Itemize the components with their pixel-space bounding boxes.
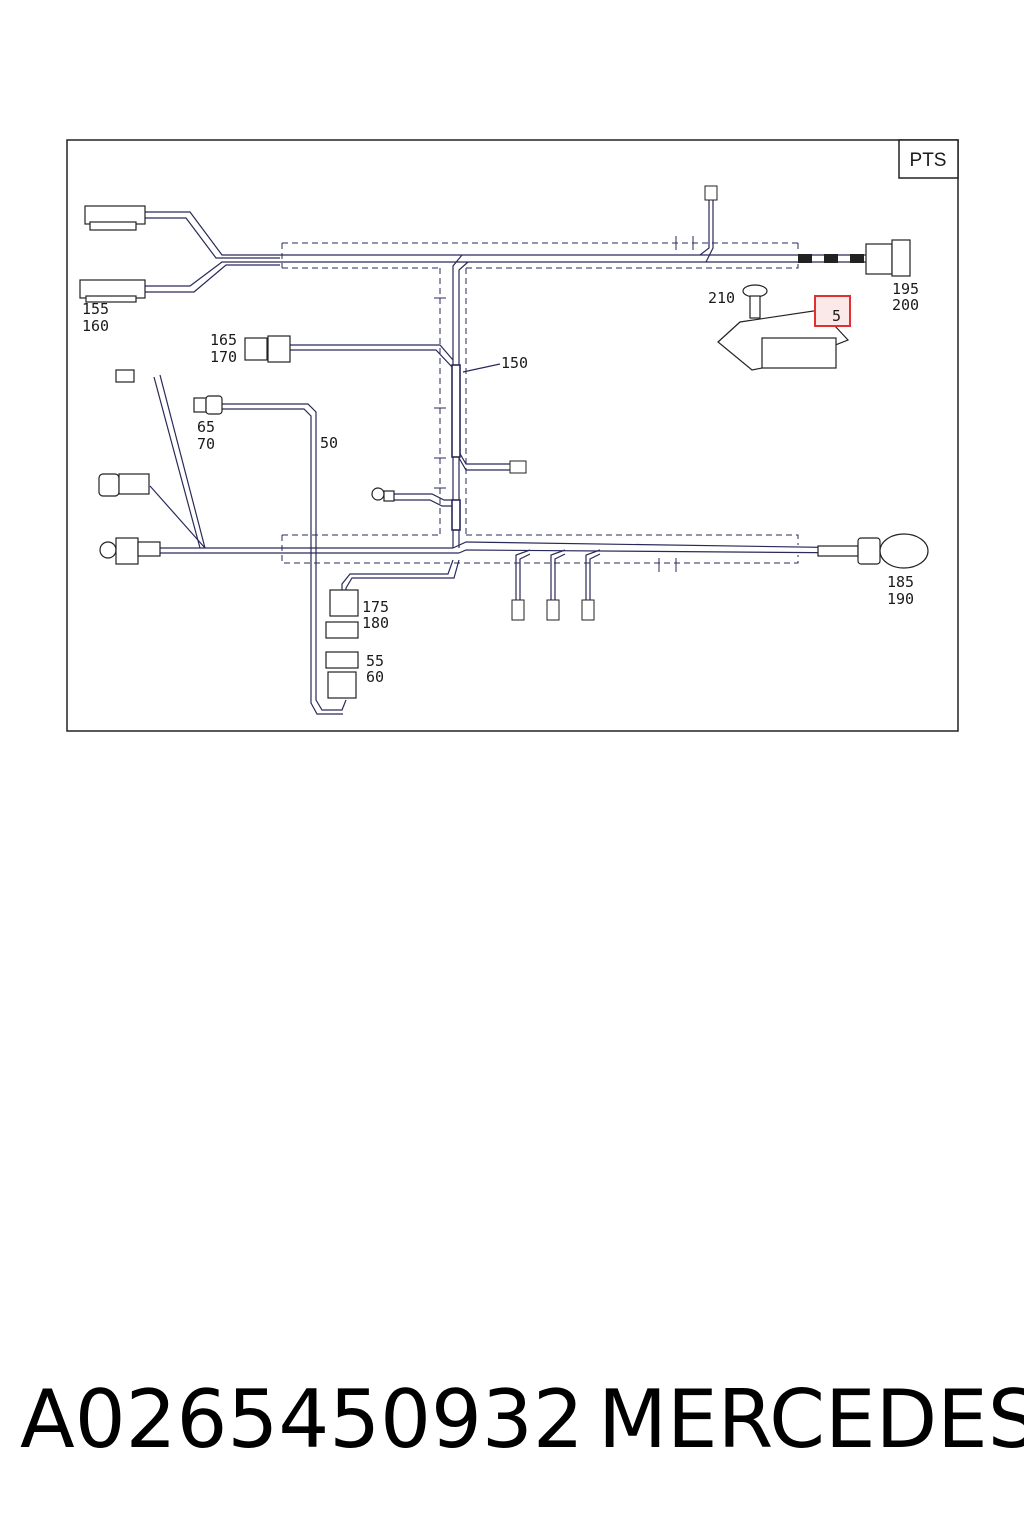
- connector-65-70: [193, 395, 223, 415]
- highlight-box: [814, 295, 851, 327]
- callout-170: 170: [210, 348, 237, 366]
- callout-70: 70: [197, 435, 215, 453]
- callout-5: 5: [832, 307, 841, 325]
- callout-195: 195: [892, 280, 919, 298]
- callout-190: 190: [887, 590, 914, 608]
- callout-160: 160: [82, 317, 109, 335]
- callout-180: 180: [362, 614, 389, 632]
- footer: A0265450932 MERCEDES: [0, 1365, 1024, 1475]
- ring-terminal: [371, 487, 395, 502]
- callout-65: 65: [197, 418, 215, 436]
- connector-55-60: [325, 651, 359, 699]
- callout-165: 165: [210, 331, 237, 349]
- break-markers: [434, 236, 694, 572]
- harness-wires: [145, 200, 867, 715]
- harness-sleeves: [451, 364, 461, 531]
- screw-210: [742, 284, 768, 319]
- connector-175-180: [325, 589, 359, 639]
- connector-drop-ends: [509, 185, 718, 621]
- connector-165-170: [244, 335, 291, 363]
- part-number: A0265450932: [20, 1373, 584, 1466]
- connector-185-190: [817, 533, 929, 569]
- connector-left-small: [98, 369, 161, 565]
- callout-200: 200: [892, 296, 919, 314]
- callout-55: 55: [366, 652, 384, 670]
- callout-155: 155: [82, 300, 109, 318]
- connector-195-200: [865, 239, 911, 277]
- corner-tag: PTS: [898, 139, 959, 179]
- diagram-frame: [66, 139, 959, 732]
- callout-210: 210: [708, 289, 735, 307]
- corner-tag-text: PTS: [910, 150, 947, 171]
- callout-150: 150: [501, 354, 528, 372]
- callout-50: 50: [320, 434, 338, 452]
- callout-185: 185: [887, 573, 914, 591]
- jacket-segments: [798, 254, 864, 263]
- callout-60: 60: [366, 668, 384, 686]
- wiring-harness-diagram: PTS: [66, 139, 959, 732]
- callout-175: 175: [362, 598, 389, 616]
- brand-name: MERCEDES: [598, 1373, 1024, 1466]
- connector-155-160: [79, 205, 146, 303]
